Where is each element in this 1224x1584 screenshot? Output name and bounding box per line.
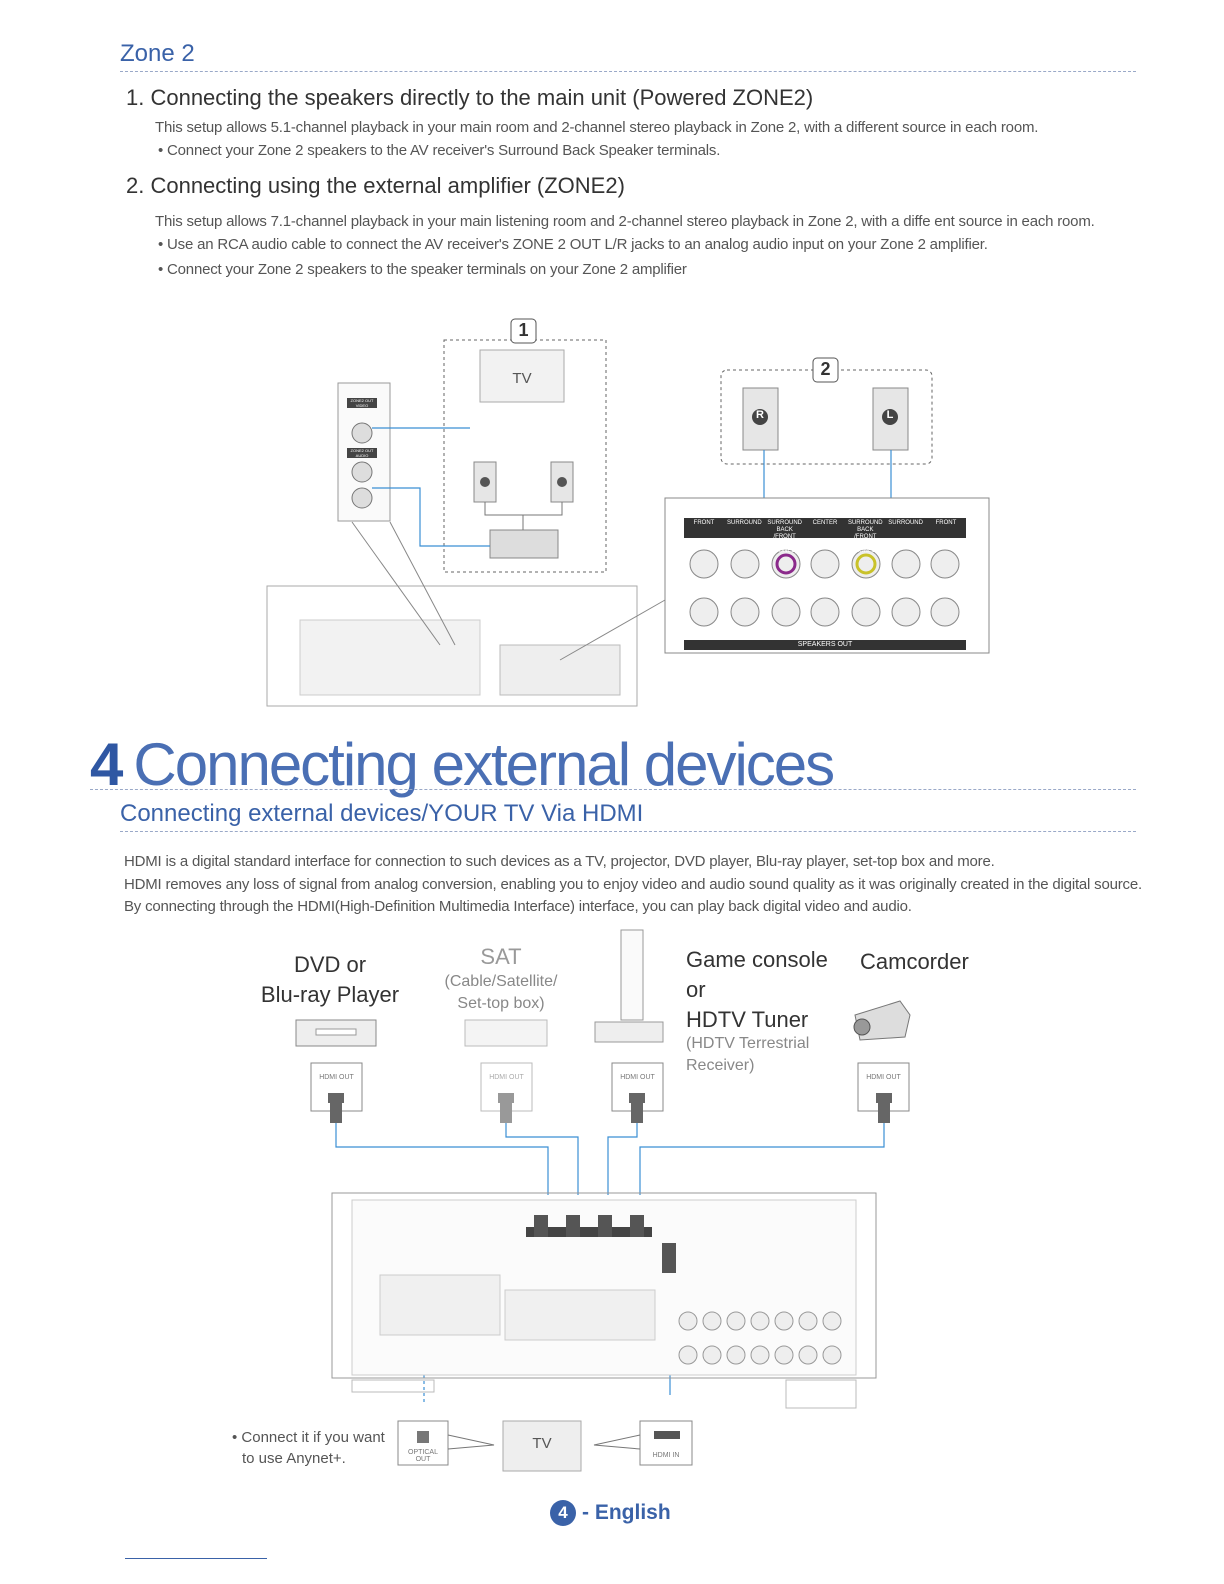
hdmi-diagram <box>295 929 911 1472</box>
optical-out-label-line2: OUT <box>415 1456 431 1463</box>
set-top-box-icon <box>464 1019 548 1047</box>
heading-section1: 1. Connecting the speakers directly to t… <box>126 85 814 110</box>
panel-label: SURROUND <box>726 520 762 526</box>
page-number: 4 <box>550 1500 576 1526</box>
game-label-line5: Receiver) <box>686 1057 755 1074</box>
hdmi-out-label-game: HDMI OUT <box>620 1074 655 1081</box>
page-footer: 4 - English <box>550 1500 671 1526</box>
camcorder-label: Camcorder <box>860 949 969 974</box>
tv-label-zone2: TV <box>512 370 532 387</box>
speaker-panel-labels: FRONT SURROUND SURROUND BACK /FRONT HEIG… <box>684 520 966 555</box>
subsection-title-hdmi: Connecting external devices/YOUR TV Via … <box>120 800 644 827</box>
section2-bullet-1: Use an RCA audio cable to connect the AV… <box>158 236 988 253</box>
anynet-note-line1: • Connect it if you want <box>232 1429 385 1446</box>
hdmi-out-label-dvd: HDMI OUT <box>319 1074 354 1081</box>
speakers-out-label: SPEAKERS OUT <box>797 641 853 648</box>
anynet-note: • Connect it if you want to use Anynet+. <box>232 1427 385 1469</box>
hdmi-out-label-camcorder: HDMI OUT <box>866 1074 901 1081</box>
panel-label: FRONT <box>693 520 715 526</box>
hdmi-in-label: HDMI IN <box>652 1452 680 1459</box>
hdmi-paragraph-1: HDMI is a digital standard interface for… <box>124 853 995 870</box>
chapter-rule <box>90 789 1136 790</box>
game-label-line3: HDTV Tuner <box>686 1007 809 1032</box>
dvd-label-line2: Blu-ray Player <box>260 982 400 1007</box>
panel-label: SURROUND <box>888 520 923 526</box>
dvd-label-line1: DVD or <box>293 952 367 977</box>
sat-label-line2: (Cable/Satellite/ <box>444 973 558 990</box>
optical-out-label-line1: OPTICAL <box>408 1449 438 1456</box>
panel-label: SURROUND BACK /FRONT HEIGHT (ZONE2) <box>767 520 802 554</box>
speaker-l-label: L <box>886 409 894 421</box>
subtitle-rule <box>120 831 1136 832</box>
dvd-label: DVD or Blu-ray Player <box>258 950 402 1010</box>
hdmi-in-box <box>639 1420 693 1466</box>
title-rule <box>120 71 1136 72</box>
section1-intro: This setup allows 5.1-channel playback i… <box>155 119 1039 136</box>
speaker-r-label: R <box>756 409 764 421</box>
sat-label-line1: SAT <box>480 944 522 969</box>
tv-label-hdmi: TV <box>532 1435 552 1452</box>
footer-language: - English <box>582 1501 671 1524</box>
optical-out-label: OPTICAL OUT <box>398 1449 448 1463</box>
anynet-note-line2: to use Anynet+. <box>242 1450 346 1467</box>
section-title-zone2: Zone 2 <box>120 40 195 67</box>
hdmi-out-label-sat: HDMI OUT <box>489 1074 524 1081</box>
sat-label-line3: Set-top box) <box>457 995 545 1012</box>
panel-label: FRONT <box>935 520 957 526</box>
game-label-line1: Game console <box>686 947 828 972</box>
hdmi-paragraph-3: By connecting through the HDMI(High-Defi… <box>124 898 912 915</box>
panel-label: CENTER <box>812 520 838 526</box>
chapter-title: Connecting external devices <box>133 731 835 798</box>
badge-1: 1 <box>518 320 529 340</box>
game-console-icon <box>620 929 644 1021</box>
badge-2: 2 <box>820 359 831 379</box>
game-label-line2: or <box>686 977 706 1002</box>
hdmi-paragraph-2: HDMI removes any loss of signal from ana… <box>124 876 1142 893</box>
section2-intro: This setup allows 7.1-channel playback i… <box>155 213 1095 230</box>
zone2-out-video-label: ZONE2 OUT VIDEO <box>350 398 374 408</box>
section1-bullet: Connect your Zone 2 speakers to the AV r… <box>158 142 720 159</box>
panel-label: SURROUND BACK /FRONT HEIGHT (ZONE2) <box>847 520 883 554</box>
game-label-line4: (HDTV Terrestrial <box>686 1035 810 1052</box>
tv-icon-bottom <box>502 1420 582 1472</box>
zone2-out-audio-label: ZONE2 OUT AUDIO <box>350 448 374 458</box>
chapter-number: 4 <box>90 731 123 798</box>
section2-bullet-2: Connect your Zone 2 speakers to the spea… <box>158 261 687 278</box>
heading-section2: 2. Connecting using the external amplifi… <box>126 173 625 198</box>
zone2-diagram <box>266 318 990 707</box>
footnote-rule <box>125 1558 267 1559</box>
